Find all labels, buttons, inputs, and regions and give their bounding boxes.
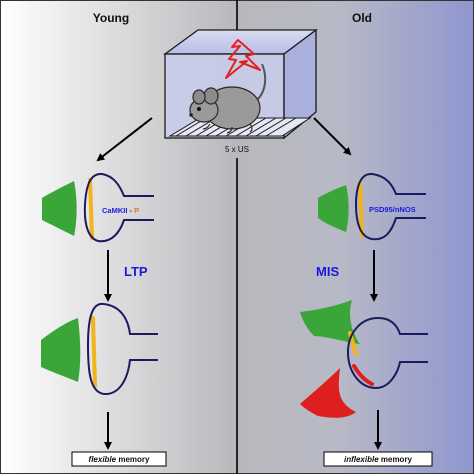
psd-band <box>358 180 364 238</box>
marker-psd95-nnos: PSD95/nNOS <box>369 205 416 214</box>
psd-band <box>91 316 97 388</box>
spine-outline <box>354 173 426 241</box>
lightning-bolt-icon <box>225 39 261 79</box>
psd-band-red <box>352 364 374 386</box>
arrow-to-old <box>313 117 352 156</box>
memory-label-old: inflexible memory <box>344 455 413 464</box>
mouse-icon <box>189 63 267 134</box>
memory-box-young <box>71 451 167 467</box>
marker-camkii: CaMKII - P <box>102 206 139 215</box>
memory-label-young: flexible memory <box>89 455 150 464</box>
spine-outline <box>346 316 428 390</box>
young-synapse-2 <box>41 302 158 396</box>
presynapse-green <box>42 181 77 236</box>
process-mis: MIS <box>316 264 339 279</box>
young-synapse-1: CaMKII - P <box>42 172 154 243</box>
memory-box-old <box>323 451 433 467</box>
old-synapse-2 <box>300 300 428 418</box>
psd-band <box>88 178 94 240</box>
presynapse-green <box>41 318 81 382</box>
process-ltp: LTP <box>124 264 148 279</box>
spine-outline <box>83 172 154 243</box>
spine-outline <box>86 302 158 396</box>
old-synapse-1: PSD95/nNOS <box>318 173 426 241</box>
presynapse-red <box>300 368 356 418</box>
stimulus-label: 5 x US <box>225 145 249 154</box>
title-old: Old <box>352 11 372 25</box>
presynapse-green <box>300 300 360 344</box>
presynapse-green <box>318 185 349 232</box>
title-young: Young <box>93 11 129 25</box>
arrow-to-young <box>96 117 153 162</box>
